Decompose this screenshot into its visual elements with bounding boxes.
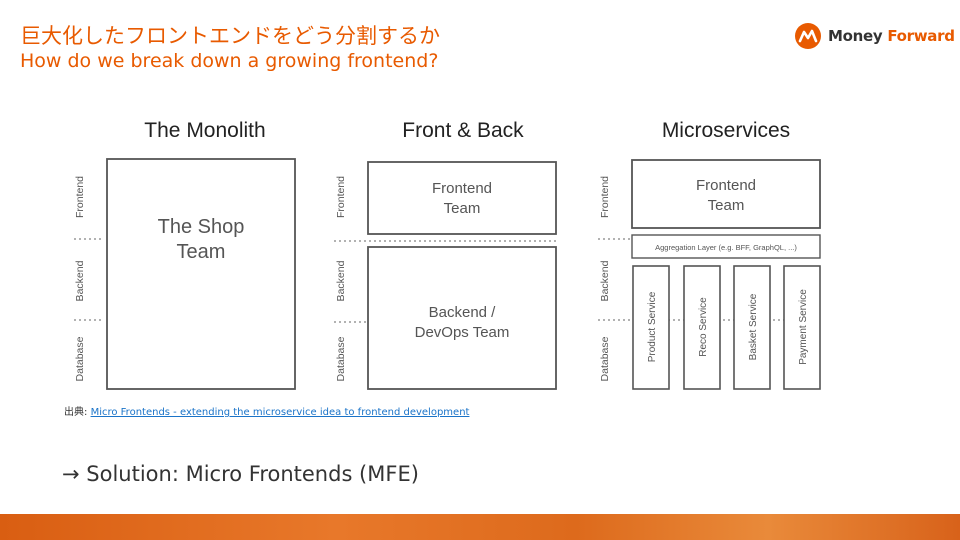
- panel-front-back: Front & Back Frontend Backend Database F…: [334, 119, 557, 390]
- layer-label-backend: Backend: [599, 260, 611, 301]
- service-box-basket: [733, 265, 771, 390]
- source-link[interactable]: Micro Frontends - extending the microser…: [90, 407, 470, 418]
- solution-text: → Solution: Micro Frontends (MFE): [62, 462, 419, 486]
- architecture-diagram: The Monolith Frontend Backend Database T…: [74, 119, 822, 390]
- logo-word-money: Money: [828, 27, 883, 45]
- panel-title: Front & Back: [402, 119, 524, 142]
- layer-label-backend: Backend: [74, 260, 86, 301]
- panel-microservices: Microservices Frontend Backend Database …: [598, 119, 822, 390]
- money-forward-logo: Money Forward: [794, 22, 955, 50]
- service-label: Payment Service: [798, 289, 809, 365]
- box-label-line1: Frontend: [432, 180, 492, 197]
- service-label: Basket Service: [748, 293, 759, 360]
- box-label-line1: Backend /: [429, 304, 497, 321]
- panel-monolith: The Monolith Frontend Backend Database T…: [74, 119, 296, 390]
- layer-label-frontend: Frontend: [335, 176, 347, 218]
- logo-word-forward: Forward: [887, 27, 955, 45]
- panel-title: The Monolith: [144, 119, 265, 142]
- source-prefix: 出典:: [64, 407, 88, 418]
- layer-label-frontend: Frontend: [599, 176, 611, 218]
- service-box-product: [632, 265, 670, 390]
- aggregation-layer-box: [631, 234, 821, 259]
- slide-title-english: How do we break down a growing frontend?: [20, 50, 439, 72]
- service-label: Reco Service: [698, 297, 709, 357]
- layer-label-database: Database: [599, 336, 611, 381]
- layer-label-database: Database: [74, 336, 86, 381]
- layer-label-frontend: Frontend: [74, 176, 86, 218]
- money-forward-logo-icon: [795, 23, 821, 49]
- service-label: Product Service: [647, 291, 658, 362]
- box-label-line1: Frontend: [696, 177, 756, 194]
- box-label-line2: Team: [444, 200, 481, 217]
- service-box-payment: [783, 265, 821, 390]
- layer-label-database: Database: [335, 336, 347, 381]
- box-label-line2: Team: [708, 197, 745, 214]
- box-label-line2: DevOps Team: [415, 324, 510, 341]
- backend-devops-team-box: [367, 246, 557, 390]
- frontend-team-box: [631, 159, 821, 229]
- service-box-reco: [683, 265, 721, 390]
- shop-team-box: [106, 158, 296, 390]
- slide-title-japanese: 巨大化したフロントエンドをどう分割するか: [20, 24, 440, 48]
- aggregation-layer-label: Aggregation Layer (e.g. BFF, GraphQL, ..…: [655, 243, 797, 252]
- box-label-line2: Team: [177, 241, 226, 263]
- frontend-team-box: [367, 161, 557, 235]
- layer-label-backend: Backend: [335, 260, 347, 301]
- box-label-line1: The Shop: [158, 216, 245, 238]
- footer-band: [0, 514, 960, 540]
- source-citation: 出典: Micro Frontends - extending the micr…: [64, 403, 469, 418]
- panel-title: Microservices: [662, 119, 790, 142]
- logo-text: Money Forward: [828, 27, 955, 45]
